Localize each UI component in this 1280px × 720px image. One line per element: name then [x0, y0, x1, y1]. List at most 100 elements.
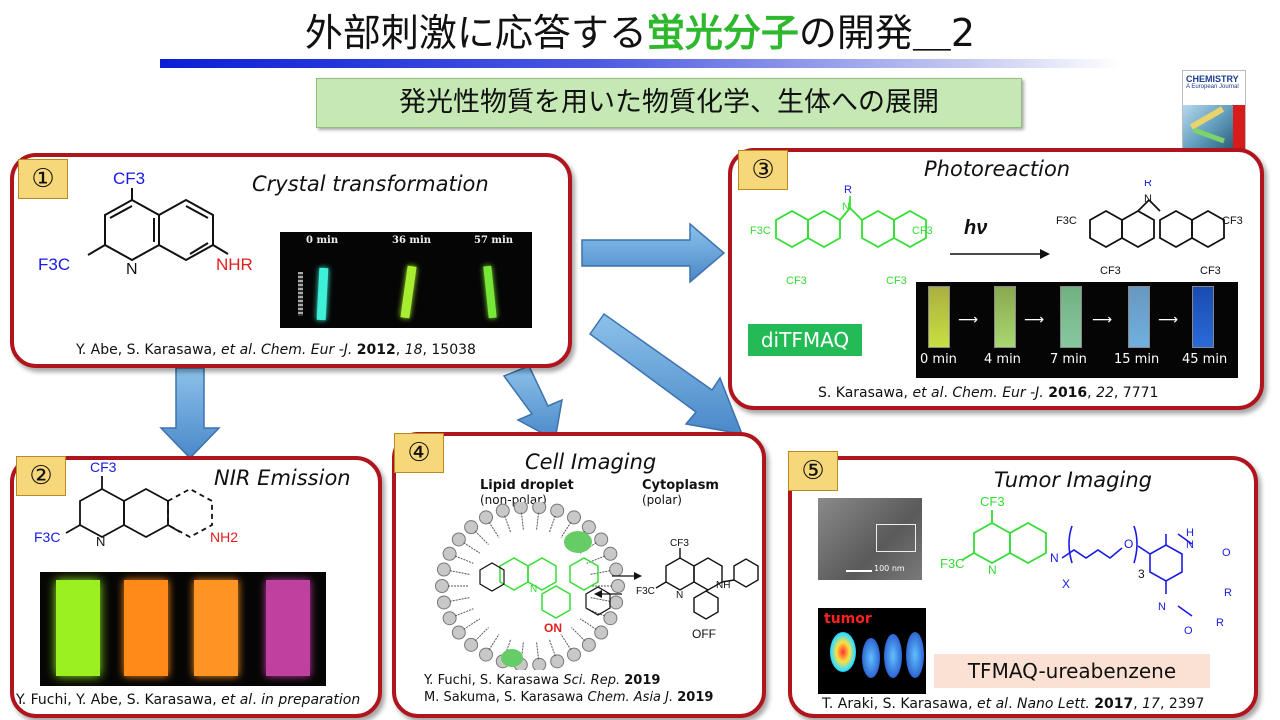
lipid-tail	[488, 521, 500, 538]
lipid-head	[567, 647, 581, 662]
p5-f3c-label: F3C	[940, 556, 965, 571]
panel-3-reaction-scheme: R N F3C CF3 CF3 CF3 hν R N F3C CF3 CF3 C…	[750, 180, 1243, 287]
p5-nh-bottom: N	[1158, 601, 1166, 613]
lipid-tail	[449, 570, 470, 575]
lipid-head	[435, 579, 449, 593]
panel-cell-imaging	[392, 432, 766, 718]
lipid-head	[594, 625, 609, 640]
p5-o-label: O	[1124, 537, 1133, 551]
title-underline	[160, 59, 1120, 68]
lipid-head	[532, 502, 547, 515]
p4-nh-label: NH	[716, 580, 730, 591]
p2-n-label: N	[96, 534, 105, 549]
lipid-head	[609, 595, 624, 610]
p3-cf3-right-b: CF3	[1222, 215, 1243, 227]
arrow-1-to-4	[502, 365, 563, 442]
p2-f3c-label: F3C	[34, 529, 60, 545]
panel-2-number-badge: ②	[16, 456, 66, 496]
lipid-tail	[579, 618, 597, 630]
lipid-head	[550, 654, 565, 669]
lipid-tail	[548, 515, 556, 534]
lipid-head	[451, 532, 466, 547]
arrow-1-to-5	[588, 312, 744, 435]
lipid-tail	[454, 555, 474, 564]
p3-f3c-right: F3C	[1056, 215, 1077, 227]
panel-4-number-badge: ④	[394, 433, 444, 473]
cytoplasm-sub: (polar)	[642, 493, 682, 507]
lipid-head	[611, 579, 625, 593]
p4-off-label: OFF	[692, 627, 716, 641]
panel-5-citation: T. Araki, S. Karasawa, et al. Nano Lett.…	[822, 696, 1205, 712]
p3-r-left: R	[844, 184, 852, 196]
panel-3-number-badge: ③	[738, 150, 788, 190]
lipid-head	[532, 657, 547, 670]
crystal-photo: 0 min 36 min 57 min	[280, 232, 532, 328]
lipid-tail	[548, 638, 556, 657]
lipid-head	[464, 637, 479, 652]
lipid-head	[495, 503, 510, 518]
lipid-tail	[520, 512, 525, 531]
lipid-head	[479, 510, 493, 525]
lipid-head	[609, 562, 624, 577]
lipid-tail	[454, 608, 474, 617]
nir-vial-photo	[40, 572, 326, 686]
lipid-tail	[488, 634, 500, 651]
p2-nh2-label: NH2	[210, 529, 238, 545]
panel-2-structure: CF3 F3C N NH2	[34, 459, 238, 549]
p1-nhr-label: NHR	[216, 255, 253, 274]
crystal-time-57: 57 min	[474, 235, 514, 246]
lipid-tail	[560, 521, 572, 538]
vial-time-45: 45 min	[1182, 352, 1228, 367]
p5-o-top: O	[1222, 547, 1231, 559]
lipid-head	[464, 520, 479, 535]
lipid-tail	[463, 542, 481, 554]
p3-n-left: N	[842, 201, 850, 213]
arrow-1-to-2	[159, 367, 221, 460]
title-prefix: 外部刺激に応答する	[304, 11, 647, 55]
crystal-time-36: 36 min	[392, 235, 432, 246]
p3-r-right: R	[1144, 180, 1152, 189]
panel-3-citation: S. Karasawa, et al. Chem. Eur -J. 2016, …	[818, 385, 1159, 401]
p5-h-top: H	[1186, 527, 1194, 539]
lipid-tail	[571, 627, 586, 642]
lipid-head	[442, 611, 457, 626]
p5-o-bottom: O	[1184, 625, 1193, 637]
panel-1-title: Crystal transformation	[252, 172, 489, 196]
p2-cf3-label: CF3	[90, 459, 117, 475]
crystal-time-0: 0 min	[306, 235, 339, 246]
lipid-head	[479, 647, 493, 662]
tem-scale-label: 100 nm	[874, 564, 905, 573]
panel-5-structure: CF3 F3C N N X O 3 N H O R N O R	[940, 494, 1232, 637]
lipid-head	[436, 595, 451, 610]
panel-5-number-badge: ⑤	[788, 451, 838, 491]
p5-cf3-label: CF3	[980, 494, 1005, 509]
lipid-head	[581, 637, 596, 652]
p4-cf3-label: CF3	[670, 538, 689, 549]
cytoplasm-label: Cytoplasm	[642, 478, 719, 493]
panel-2-title: NIR Emission	[214, 466, 351, 490]
panel-5-title: Tumor Imaging	[994, 468, 1152, 492]
p1-cf3-label: CF3	[113, 170, 145, 188]
lipid-tail	[560, 634, 572, 651]
lipid-droplet-sub: (non-polar)	[480, 493, 547, 507]
lipid-head	[442, 546, 457, 561]
p3-cf3-left-b: CF3	[912, 225, 933, 237]
vial-time-15: 15 min	[1114, 352, 1160, 367]
title-highlight: 蛍光分子	[646, 11, 799, 55]
lipid-head	[603, 611, 618, 626]
p3-cf3-left-a: CF3	[786, 275, 807, 287]
lipid-tail	[586, 555, 606, 564]
lipid-droplet-label: Lipid droplet	[480, 478, 574, 493]
panel-4-title: Cell Imaging	[525, 450, 657, 474]
lipid-tail	[504, 515, 512, 534]
panel-1-number-badge: ①	[18, 159, 68, 199]
p5-3-label: 3	[1138, 567, 1145, 581]
subtitle-box: 発光性物質を用いた物質化学、生体への展開	[316, 78, 1022, 128]
p5-r-bottom: R	[1216, 617, 1224, 629]
tfmaq-ureabenzene-label: TFMAQ-ureabenzene	[934, 654, 1210, 688]
lipid-tail	[474, 627, 489, 642]
p4-f3c-label: F3C	[636, 586, 655, 597]
vial-photo-series: ⟶ ⟶ ⟶ ⟶ 0 min 4 min 7 min 15 min 45 min	[916, 282, 1238, 378]
p5-nh-top: N	[1186, 539, 1194, 551]
